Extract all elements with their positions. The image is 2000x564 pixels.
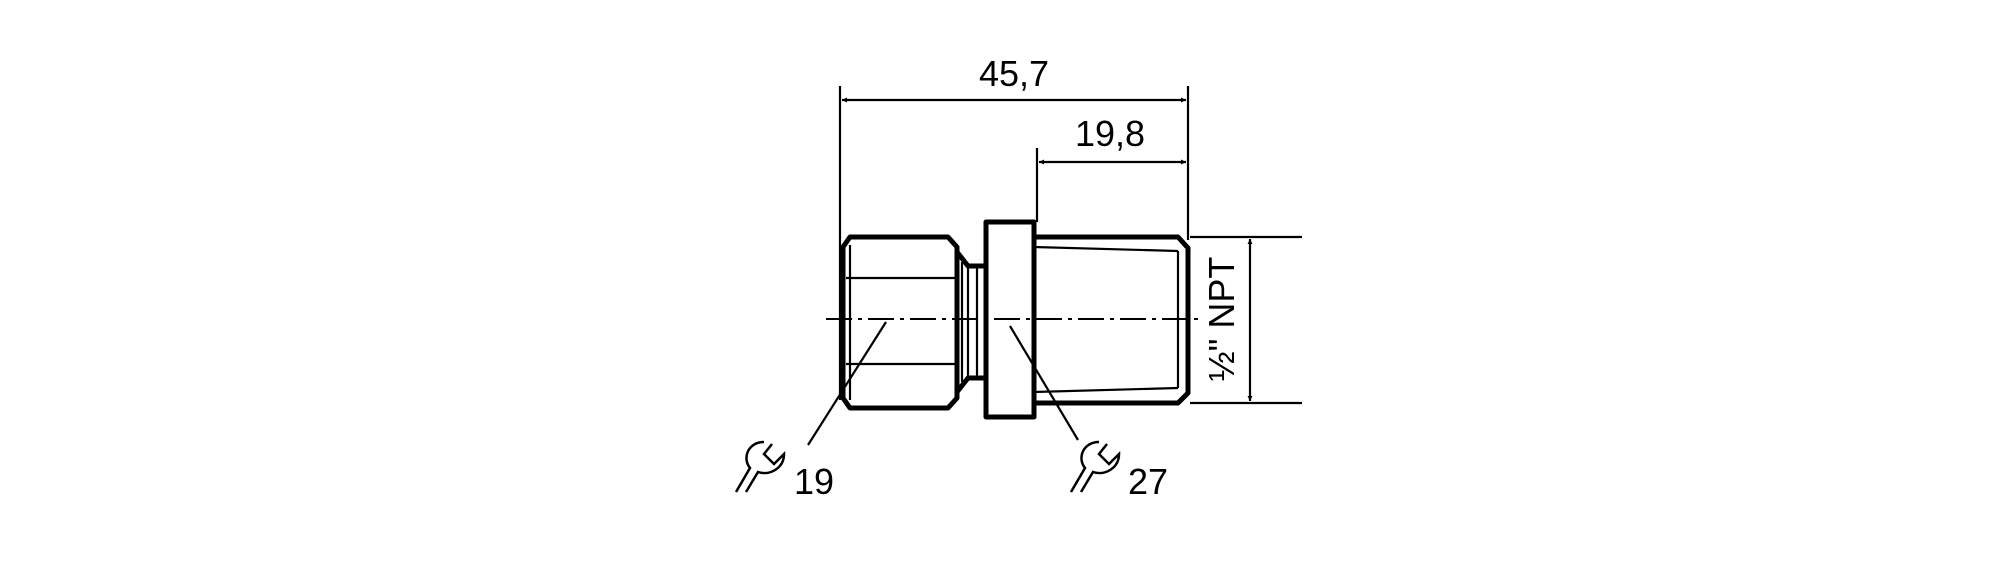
extension-lines: [838, 86, 1302, 405]
wrench-icon: [1069, 440, 1121, 493]
dimension-overall-length: 45,7: [979, 53, 1049, 94]
wrench-27: 27: [1069, 440, 1168, 502]
dimension-thread-length: 19,8: [1075, 113, 1145, 154]
wrench-icon: [734, 440, 786, 493]
hex-nut: [840, 234, 960, 411]
wrench-19: 19: [734, 440, 834, 502]
wrench-size-27: 27: [1128, 461, 1168, 502]
neck: [955, 250, 986, 394]
dimension-thread-size: ½" NPT: [1201, 257, 1242, 382]
leader-27: [1009, 325, 1079, 441]
wrench-size-19: 19: [794, 461, 834, 502]
leader-19: [807, 321, 887, 446]
